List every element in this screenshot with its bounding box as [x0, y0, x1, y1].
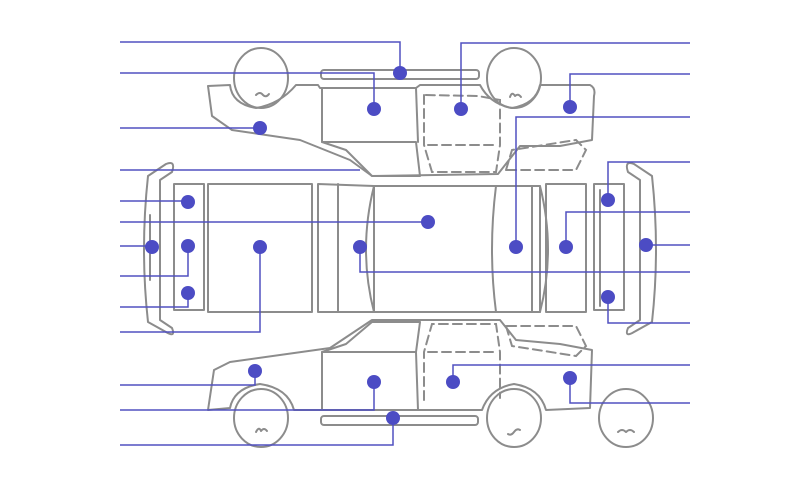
marker-roof-upper-trim[interactable]: [393, 66, 407, 80]
leader-front-fender-lower: [120, 371, 256, 386]
leader-front-lamp-center: [120, 246, 189, 277]
marker-front-door-upper[interactable]: [367, 102, 381, 116]
marker-roof[interactable]: [421, 215, 435, 229]
marker-rear-door-upper[interactable]: [454, 102, 468, 116]
marker-front-lamp-center[interactable]: [181, 239, 195, 253]
plan-view: [173, 183, 625, 313]
marker-rocker-panel[interactable]: [386, 411, 400, 425]
leader-rocker-panel: [120, 418, 394, 446]
bottom-front-wheel: [233, 388, 289, 448]
bottom-front-window: [321, 321, 421, 353]
top-rear-wheel: [486, 47, 542, 109]
leader-rear-fender-lower: [569, 378, 690, 404]
leader-front-lamp-lower: [120, 293, 189, 308]
damage-markers: [145, 66, 653, 425]
bottom-side-body: [207, 319, 593, 411]
marker-rear-fender-upper[interactable]: [563, 100, 577, 114]
plan-rear-pillar-area: [491, 185, 541, 313]
front-bumper-outline: [143, 162, 175, 336]
leader-rear-lamp-lower: [607, 297, 690, 324]
marker-hood[interactable]: [353, 240, 367, 254]
rear-end-view: [625, 162, 657, 336]
top-rear-quarter-window: [504, 138, 588, 171]
leader-lines: [120, 41, 690, 446]
front-lamp-panel: [173, 183, 205, 311]
marker-trunk[interactable]: [559, 240, 573, 254]
marker-front-lamp-lower[interactable]: [181, 286, 195, 300]
plan-front-pillar-area: [317, 183, 375, 313]
top-front-window: [321, 141, 421, 177]
marker-front-fender-lower[interactable]: [248, 364, 262, 378]
bottom-rear-wheel: [486, 388, 542, 448]
bottom-side-view: [207, 319, 654, 448]
marker-front-grille[interactable]: [253, 240, 267, 254]
rear-bumper-outline: [625, 162, 657, 336]
leader-roof-upper-trim: [120, 41, 401, 73]
bottom-rear-quarter-window: [504, 325, 588, 358]
marker-rear-door-lower[interactable]: [446, 375, 460, 389]
marker-rear-lamp-upper[interactable]: [601, 193, 615, 207]
marker-rear-bumper[interactable]: [639, 238, 653, 252]
marker-front-fender-upper[interactable]: [253, 121, 267, 135]
leader-rear-fender-upper: [569, 73, 690, 107]
leader-trunk: [565, 211, 690, 247]
top-front-wheel: [233, 47, 289, 109]
plan-left-body: [207, 183, 313, 313]
top-rear-door-outline: [423, 93, 501, 173]
plan-trunk-lid: [545, 183, 587, 313]
marker-front-door-lower[interactable]: [367, 375, 381, 389]
top-side-view: [207, 47, 596, 177]
leader-rear-lamp-upper: [607, 161, 690, 200]
marker-front-lamp-upper[interactable]: [181, 195, 195, 209]
spare-wheel: [598, 388, 654, 448]
leader-front-door-lower: [120, 382, 375, 411]
marker-rear-fender-lower[interactable]: [563, 371, 577, 385]
bottom-rear-door-outline: [423, 323, 501, 401]
marker-rear-glass[interactable]: [509, 240, 523, 254]
leader-front-grille: [120, 247, 261, 333]
marker-rear-lamp-lower[interactable]: [601, 290, 615, 304]
leader-rear-door-upper: [460, 42, 690, 109]
leader-front-door-upper: [120, 72, 375, 109]
marker-front-bumper[interactable]: [145, 240, 159, 254]
rear-lamp-panel: [593, 183, 625, 311]
leader-hood: [359, 247, 690, 273]
leader-rear-glass: [515, 116, 690, 247]
